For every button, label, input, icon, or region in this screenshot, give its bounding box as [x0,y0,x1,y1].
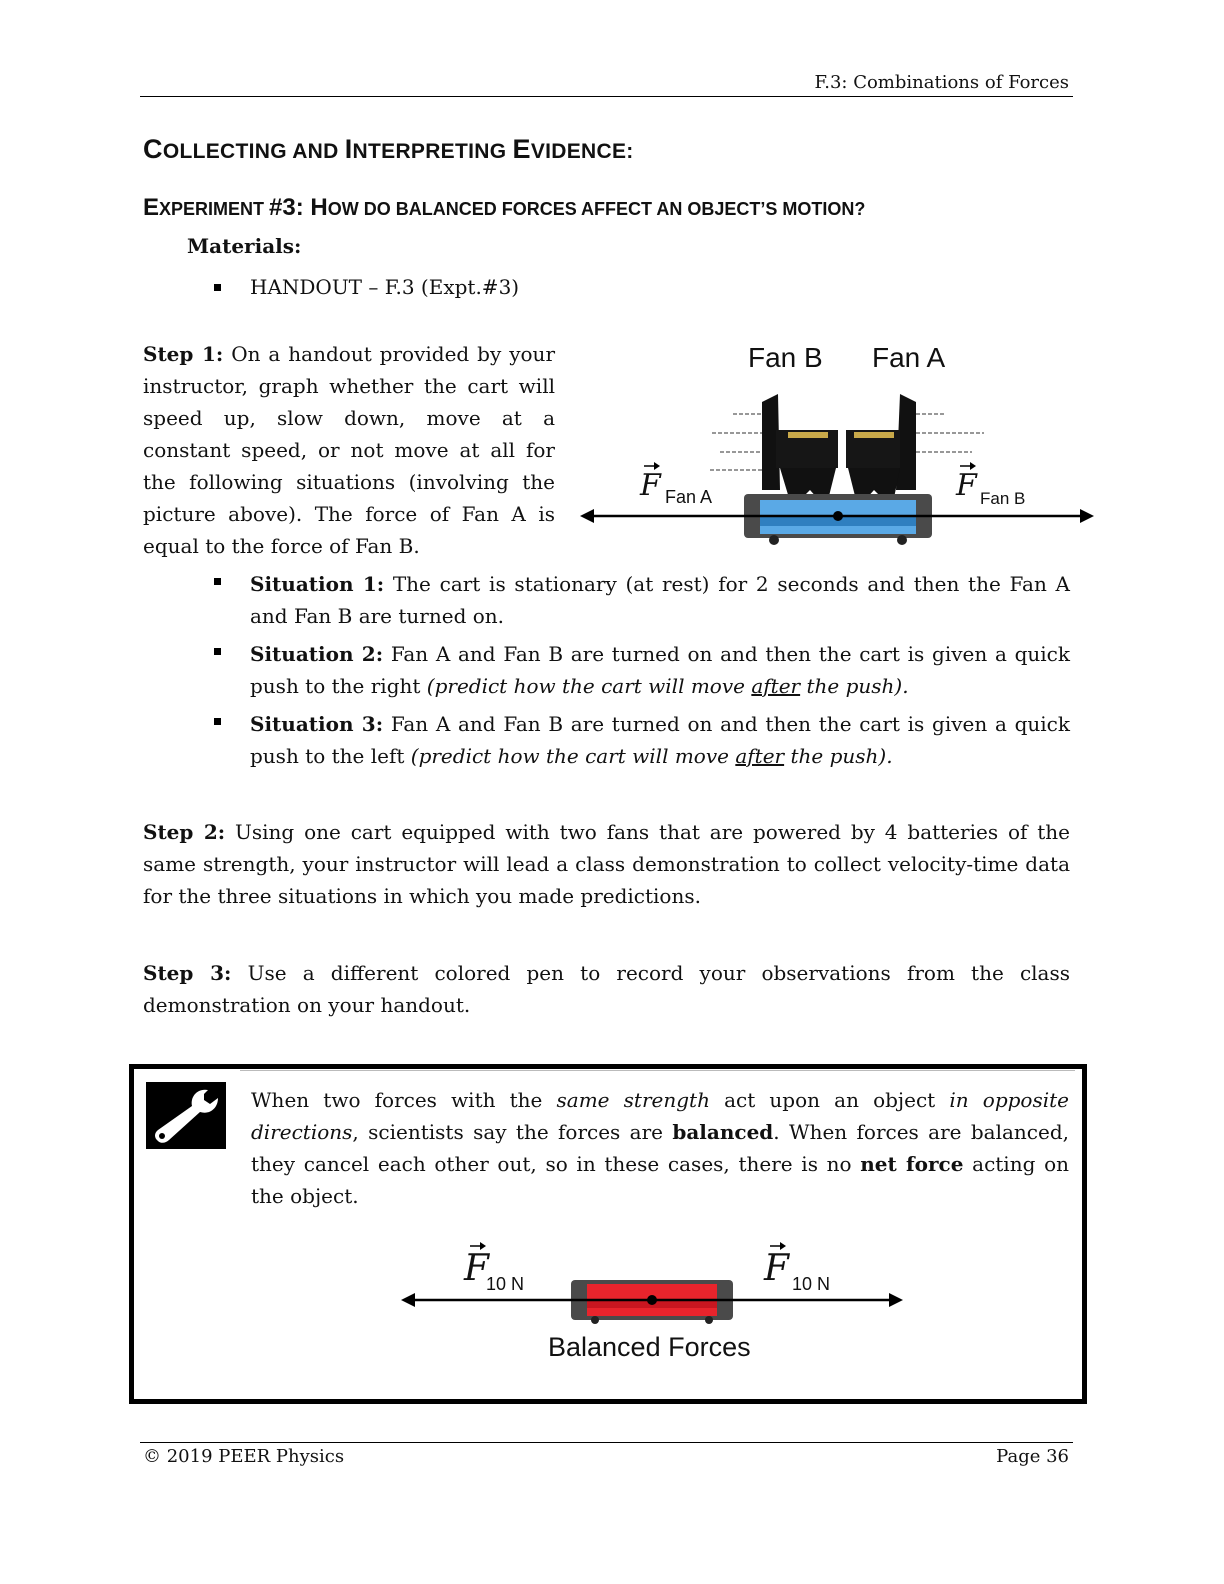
situation-1-label: Situation 1: [250,572,385,596]
situation-1: Situation 1: The cart is stationary (at … [250,568,1070,632]
fan-b-title: Fan B [748,342,823,373]
force-label-fan-b: Fan B [980,489,1026,508]
callout-text-part: When two forces with the [251,1088,557,1112]
force-symbol-right: F [956,468,977,503]
step-2-paragraph: Step 2: Using one cart equipped with two… [143,816,1070,912]
vector-arrow-icon [770,1242,786,1250]
callout-text-part: acting on the object. [251,1152,1069,1208]
materials-label: Materials: [187,234,302,258]
situation-2: Situation 2: Fan A and Fan B are turned … [250,638,1070,702]
callout-term-balanced: balanced [672,1120,774,1144]
vector-arrow-left-icon [644,462,660,470]
step-3-text: Use a different colored pen to record yo… [143,961,1071,1017]
experiment-heading-part: OW DO BALANCED FORCES AFFECT AN OBJECT’S… [327,199,866,219]
situation-2-label: Situation 2: [250,642,384,666]
callout-term-net-force: net force [860,1152,964,1176]
section-heading-part: VIDENCE: [530,140,634,163]
force-label-fan-a: Fan A [665,487,713,507]
section-heading-part: OLLECTING AND [162,140,345,163]
situation-3-note-end: the push). [784,744,893,768]
step-1-label: Step 1: [143,342,224,366]
wrench-icon [146,1082,226,1149]
situation-2-text: Fan A and Fan B are turned on and then t… [250,642,1070,698]
experiment-heading-part: XPERIMENT [159,199,270,219]
page-number: Page 36 [996,1446,1069,1467]
section-heading-part: NTERPRETING [352,140,513,163]
step-1-paragraph: Step 1: On a handout provided by your in… [143,338,555,562]
vector-arrow-right-icon [960,462,976,470]
callout-emphasis-same-strength: same strength [556,1088,710,1112]
force-symbol-right: F [764,1248,789,1289]
situation-3: Situation 3: Fan A and Fan B are turned … [250,708,1070,772]
bullet [214,284,221,291]
wind-lines-left [710,413,762,471]
situation-2-note-end: the push). [800,674,909,698]
experiment-heading-part: E [143,194,160,221]
bullet [214,648,221,655]
step-3-paragraph: Step 3: Use a different colored pen to r… [143,957,1070,1021]
callout-text-part: , scientists say the forces are [352,1120,673,1144]
force-symbol-left: F [640,468,661,503]
experiment-heading-part: H [310,194,328,221]
force-symbol-left: F [464,1248,489,1289]
step-2-text: Using one cart equipped with two fans th… [143,820,1071,908]
callout-text: When two forces with the same strength a… [251,1084,1069,1212]
fan-a-unit [846,394,916,508]
situation-3-text: Fan A and Fan B are turned on and then t… [250,712,1070,768]
section-heading: COLLECTING AND INTERPRETING EVIDENCE: [143,134,634,165]
section-heading-part: C [143,134,163,164]
bullet [214,718,221,725]
running-header: F.3: Combinations of Forces [814,72,1069,93]
key-concept-box [129,1064,1087,1404]
situation-3-note: (predict how the cart will move [410,744,736,768]
copyright-notice: © 2019 PEER Physics [143,1446,345,1467]
fan-a-title: Fan A [872,342,946,373]
situation-3-note-emphasis: after [735,744,785,768]
bullet [214,578,221,585]
footer-divider [140,1442,1073,1443]
header-divider [140,96,1073,97]
situation-1-text: The cart is stationary (at rest) for 2 s… [250,572,1070,628]
section-heading-part: E [512,134,531,164]
callout-text-part: act upon an object [709,1088,950,1112]
step-2-label: Step 2: [143,820,226,844]
situation-2-note-emphasis: after [751,674,801,698]
force-value-right: 10 N [792,1274,831,1294]
wind-lines-right [916,413,984,453]
force-value-left: 10 N [486,1274,525,1294]
fan-cart-diagram [580,394,1094,545]
situation-3-label: Situation 3: [250,712,384,736]
fan-b-unit [762,394,838,508]
balanced-forces-caption: Balanced Forces [548,1332,751,1362]
step-1-text: On a handout provided by your instructor… [143,342,556,558]
experiment-heading-part: #3: [269,194,311,221]
vector-arrow-icon [470,1242,486,1250]
section-heading-part: I [344,134,353,164]
experiment-heading: EXPERIMENT #3: HOW DO BALANCED FORCES AF… [143,194,865,222]
situation-2-note: (predict how the cart will move [426,674,752,698]
balanced-forces-diagram [401,1280,903,1324]
callout-top-rule [240,1070,1075,1071]
materials-item: HANDOUT – F.3 (Expt.#3) [250,275,520,299]
callout-emphasis-opposite-directions: in opposite directions [251,1088,1069,1144]
step-3-label: Step 3: [143,961,232,985]
callout-text-part: . When forces are balanced, they cancel … [251,1120,1069,1176]
